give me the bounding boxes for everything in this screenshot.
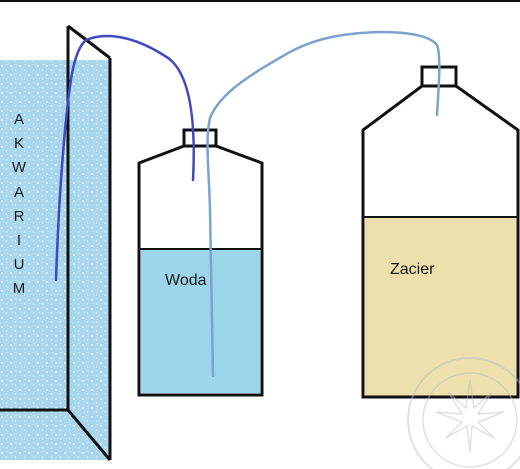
water-bottle-cap xyxy=(182,128,218,148)
bottle-water xyxy=(137,128,264,397)
aquarium-floor-diagonal xyxy=(66,409,112,461)
aquarium-letter: U xyxy=(13,256,25,274)
aquarium-letter: I xyxy=(16,232,22,250)
aquarium-bottom-water xyxy=(0,410,110,460)
bottle-mash xyxy=(361,65,520,399)
mash-liquid xyxy=(365,218,516,396)
aquarium-letter: R xyxy=(13,207,25,225)
water-label: Woda xyxy=(165,272,207,289)
aquarium-letter: A xyxy=(13,183,24,201)
aquarium-label: A K W A R I U M xyxy=(8,108,30,302)
seal-outer-ring xyxy=(407,357,520,469)
seal-inner-ring xyxy=(422,372,518,468)
aquarium-front-water xyxy=(0,60,68,410)
aquarium-letter: W xyxy=(11,159,27,177)
tube-dark xyxy=(54,34,195,282)
aquarium-side-water xyxy=(68,60,110,460)
aquarium-letter: K xyxy=(13,135,24,153)
aquarium xyxy=(0,24,112,461)
mash-label: Zacier xyxy=(390,261,435,278)
watermark-seal xyxy=(407,357,520,469)
aquarium-letter: M xyxy=(12,280,26,298)
water-liquid xyxy=(141,250,260,393)
aquarium-top-edge xyxy=(67,24,111,60)
tube-light xyxy=(206,30,441,378)
leaf-icon xyxy=(435,379,505,453)
aquarium-letter: A xyxy=(13,111,24,128)
